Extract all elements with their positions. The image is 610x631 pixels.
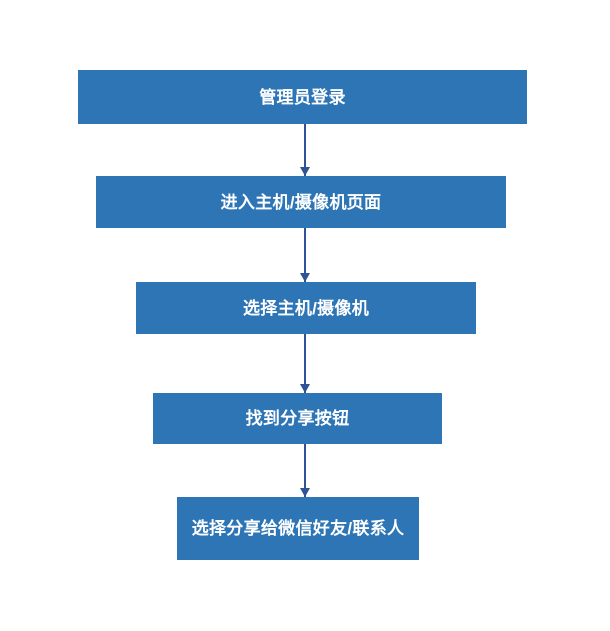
arrow-stem [304, 444, 306, 497]
flow-node-label: 进入主机/摄像机页面 [220, 192, 382, 212]
flow-node-admin-login[interactable]: 管理员登录 [78, 70, 527, 124]
flow-node-select-host-camera[interactable]: 选择主机/摄像机 [136, 282, 476, 334]
flow-arrow-3-to-4 [300, 334, 310, 393]
arrow-head-down-icon [300, 273, 310, 282]
arrow-head-down-icon [300, 488, 310, 497]
flow-node-label: 找到分享按钮 [245, 409, 350, 428]
flow-node-find-share-button[interactable]: 找到分享按钮 [153, 393, 442, 444]
flow-arrow-1-to-2 [300, 124, 310, 176]
flow-node-label: 管理员登录 [259, 87, 346, 107]
flow-node-label: 选择分享给微信好友/联系人 [191, 519, 405, 538]
arrow-head-down-icon [300, 384, 310, 393]
arrow-stem [304, 334, 306, 393]
flow-arrow-2-to-3 [300, 228, 310, 282]
flow-node-enter-host-camera-page[interactable]: 进入主机/摄像机页面 [96, 176, 506, 228]
arrow-stem [304, 228, 306, 282]
arrow-stem [304, 124, 306, 176]
flow-node-share-to-wechat-contact[interactable]: 选择分享给微信好友/联系人 [177, 497, 419, 560]
flow-node-label: 选择主机/摄像机 [242, 298, 370, 318]
arrow-head-down-icon [300, 167, 310, 176]
flow-arrow-4-to-5 [300, 444, 310, 497]
